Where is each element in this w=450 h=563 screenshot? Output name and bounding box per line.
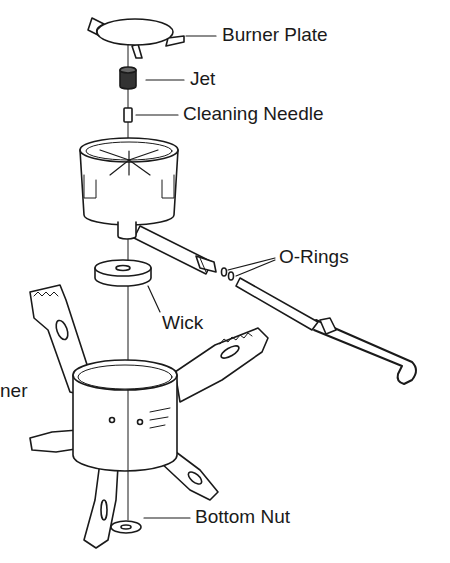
control-rod <box>236 278 318 330</box>
cleaning-needle <box>124 108 132 122</box>
wick <box>95 260 151 276</box>
burner-plate <box>97 19 173 45</box>
bottom-nut <box>111 521 141 533</box>
part-label: O-Rings <box>279 247 349 268</box>
part-label: Jet <box>190 69 215 90</box>
o-ring <box>222 268 227 276</box>
part-label: Bottom Nut <box>195 507 290 528</box>
burner-bowl <box>80 150 178 225</box>
part-label: Burner Plate <box>222 25 328 46</box>
stand-rim <box>73 360 177 390</box>
o-ring <box>229 272 234 280</box>
part-label: Wick <box>162 313 203 334</box>
stand-leg <box>84 462 118 548</box>
part-label: ner <box>0 381 27 402</box>
stand-leg <box>175 328 268 402</box>
part-label: Cleaning Needle <box>183 104 324 125</box>
